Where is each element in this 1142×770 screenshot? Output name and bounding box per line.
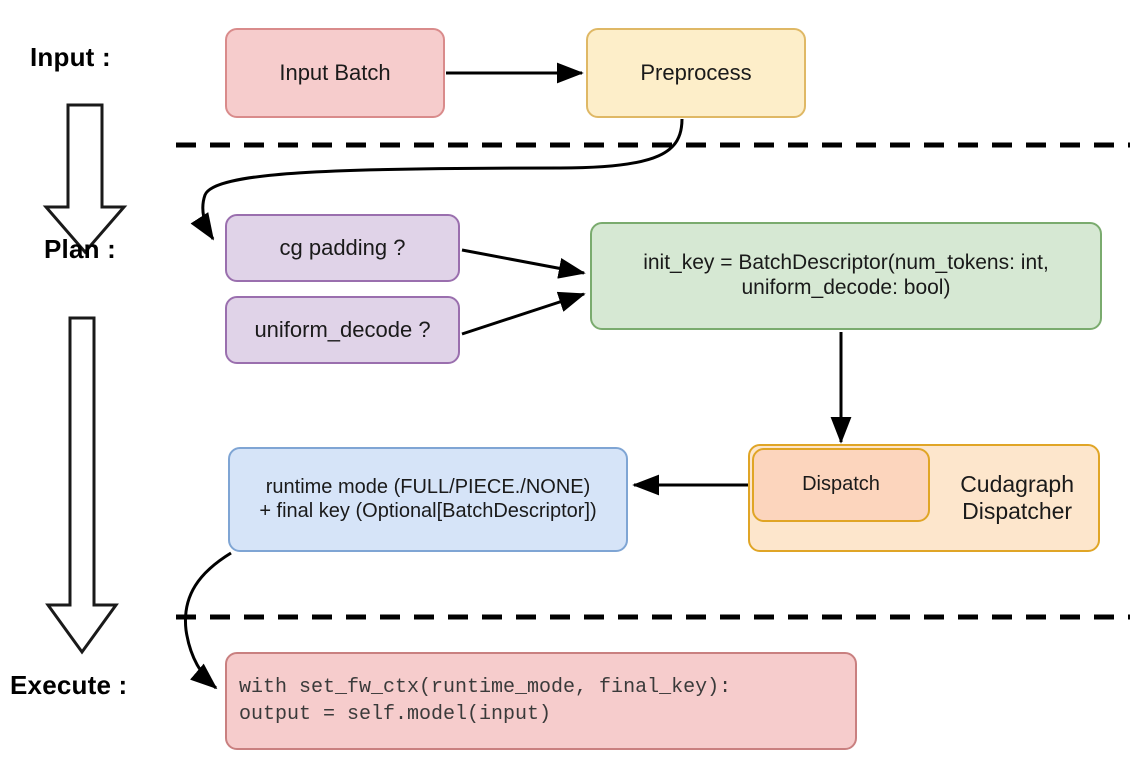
node-preprocess-label: Preprocess xyxy=(640,60,752,86)
node-runtime-mode[interactable]: runtime mode (FULL/PIECE./NONE) + final … xyxy=(228,447,628,552)
node-preprocess[interactable]: Preprocess xyxy=(586,28,806,118)
node-runtime-mode-label: runtime mode (FULL/PIECE./NONE) + final … xyxy=(259,475,597,522)
stage-label-input: Input : xyxy=(30,42,111,72)
input-to-plan-arrow xyxy=(42,103,128,255)
plan-to-execute-arrow xyxy=(45,316,119,655)
node-init-key[interactable]: init_key = BatchDescriptor(num_tokens: i… xyxy=(590,222,1102,330)
node-execute-code-label: with set_fw_ctx(runtime_mode, final_key)… xyxy=(239,676,732,726)
node-cudagraph-dispatcher-label: Cudagraph Dispatcher xyxy=(960,470,1074,524)
node-dispatch[interactable]: Dispatch xyxy=(752,448,930,522)
node-cg-padding[interactable]: cg padding ? xyxy=(225,214,460,282)
stage-label-execute: Execute : xyxy=(10,670,128,700)
edge-uniform-decode-to-init-key xyxy=(461,291,586,336)
node-init-key-label: init_key = BatchDescriptor(num_tokens: i… xyxy=(643,251,1049,299)
node-execute-code[interactable]: with set_fw_ctx(runtime_mode, final_key)… xyxy=(225,652,857,750)
stage-label-plan: Plan : xyxy=(44,234,116,264)
edge-cg-padding-to-init-key xyxy=(461,248,586,279)
node-uniform-decode[interactable]: uniform_decode ? xyxy=(225,296,460,364)
node-input-batch[interactable]: Input Batch xyxy=(225,28,445,118)
node-dispatch-label: Dispatch xyxy=(802,473,880,496)
node-uniform-decode-label: uniform_decode ? xyxy=(254,317,431,343)
node-input-batch-label: Input Batch xyxy=(279,60,391,86)
node-cg-padding-label: cg padding ? xyxy=(279,235,406,261)
